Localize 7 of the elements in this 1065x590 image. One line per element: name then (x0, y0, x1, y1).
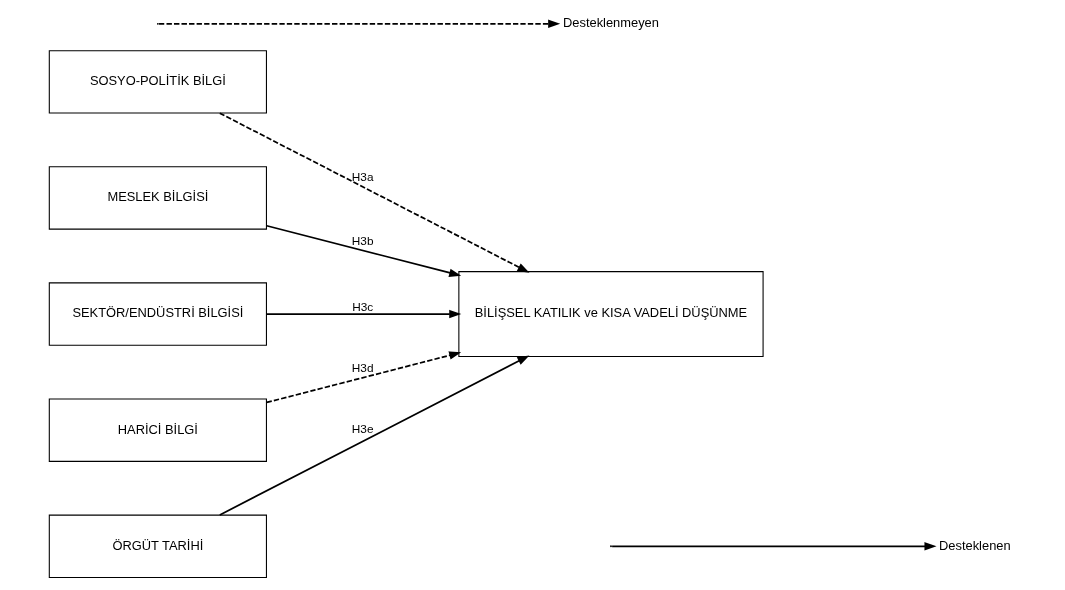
edge-label: H3c (352, 299, 374, 314)
edge-label: H3d (351, 360, 374, 375)
legend-label: Desteklenen (939, 537, 1011, 553)
legend-label: Desteklenmeyen (563, 15, 659, 31)
edge-label: H3e (351, 422, 374, 437)
edge-label: H3b (351, 234, 374, 249)
edge-label: H3a (351, 169, 374, 184)
